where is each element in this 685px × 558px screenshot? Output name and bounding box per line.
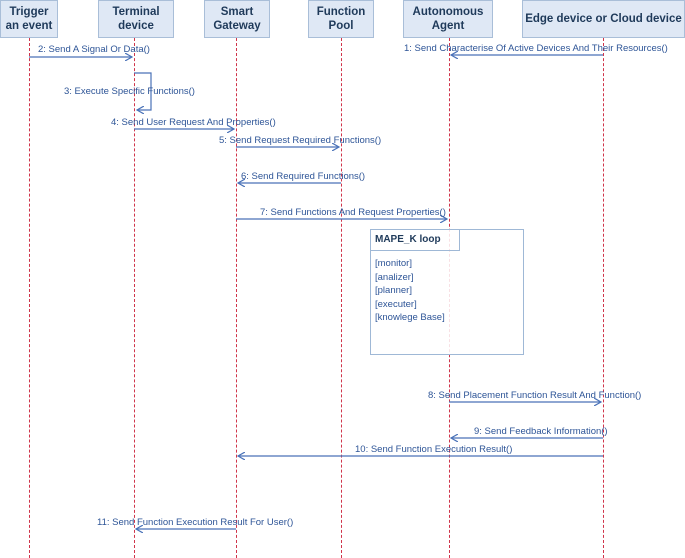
mape-k-loop-fragment: MAPE_K loop [monitor] [analizer] [planne… [370,229,524,355]
arrow-m3 [134,72,152,110]
message-label-m5: 5: Send Request Required Functions() [219,135,382,146]
message-label-m8: 8: Send Placement Function Result And Fu… [428,390,642,401]
lifeline-header-terminal: Terminal device [98,0,174,38]
lifeline-pool [341,38,342,558]
loop-item-planner: [planner] [375,285,412,296]
message-label-m10: 10: Send Function Execution Result() [355,444,513,455]
lifeline-edge [603,38,604,558]
message-label-m1: 1: Send Characterise Of Active Devices A… [404,43,668,54]
lifeline-header-gateway: Smart Gateway [204,0,270,38]
loop-title: MAPE_K loop [375,234,441,245]
message-label-m6: 6: Send Required Functions() [241,171,366,182]
loop-item-analizer: [analizer] [375,271,414,283]
loop-item-knowledge-base: [knowlege Base] [375,312,445,323]
lifeline-gateway [236,38,237,558]
lifeline-terminal [134,38,135,558]
message-label-m7: 7: Send Functions And Request Properties… [260,207,446,218]
message-label-m2: 2: Send A Signal Or Data() [38,44,150,55]
loop-item-monitor: [monitor] [375,258,412,269]
lifeline-label: Trigger an event [5,6,53,32]
lifeline-label: Terminal device [112,6,160,32]
lifeline-header-edge: Edge device or Cloud device [522,0,685,38]
lifeline-header-trigger: Trigger an event [0,0,58,38]
lifeline-label: Function Pool [316,6,366,32]
lifeline-header-agent: Autonomous Agent [403,0,493,38]
loop-items: [monitor] [analizer] [planner] [executer… [375,257,445,325]
loop-item-executer: [executer] [375,298,417,310]
message-label-m9: 9: Send Feedback Information() [474,426,608,437]
lifeline-header-pool: Function Pool [308,0,374,38]
message-label-m11: 11: Send Function Execution Result For U… [97,517,294,528]
lifeline-label: Smart Gateway [213,6,261,32]
message-label-m3: 3: Execute Specific Functions() [64,86,195,97]
lifeline-label: Edge device or Cloud device [525,13,682,25]
lifeline-trigger [29,38,30,558]
loop-title-tab [371,230,460,251]
lifeline-label: Autonomous Agent [412,6,484,32]
message-label-m4: 4: Send User Request And Properties() [111,117,276,128]
